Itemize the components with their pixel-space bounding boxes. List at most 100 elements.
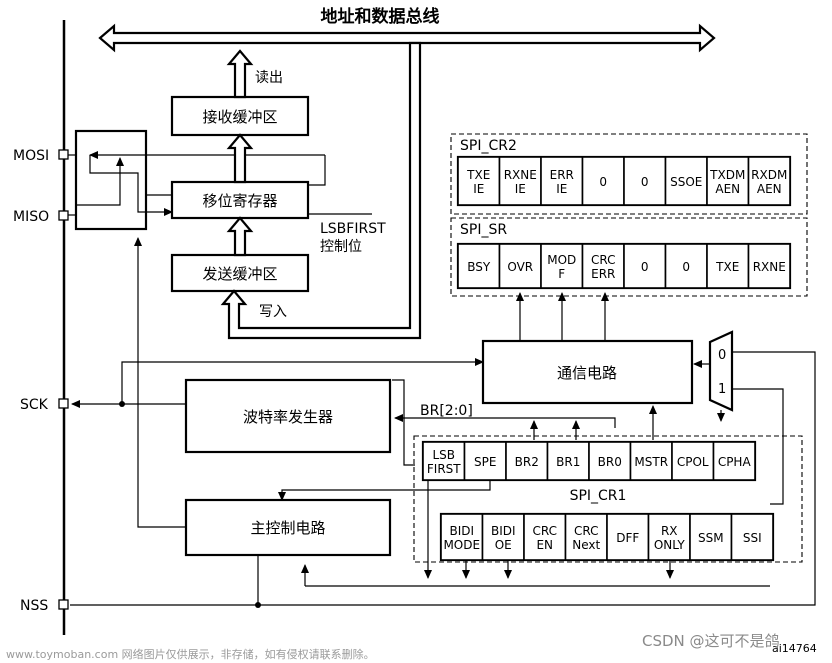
spi-cr1-bottom-bit-cell [689,513,733,561]
spi-cr1-top-bit-label: BR1 [556,455,580,469]
cr1-to-master-lines [424,480,674,579]
spi-cr1-bottom-bit-label: RX [661,524,678,538]
spi-sr-name: SPI_SR [460,222,507,238]
spi-cr2-bit-label: IE [556,182,567,196]
data-bus-arrow [98,23,716,53]
spi-cr2-bit-label: AEN [757,182,782,196]
tx-to-shift-arrow [226,216,254,257]
sck-label: SCK [20,397,49,413]
mosi-label: MOSI [13,148,49,164]
spi-cr2-bit-label: ERR [550,168,574,182]
spi-cr1-top-bit-cell [505,441,549,481]
spi-cr2-bit-cell [457,156,501,206]
spi-sr-bit-label: 0 [641,260,649,274]
baud-generator-block [184,378,392,454]
spi-cr2-bit-cell [747,156,791,206]
spi-cr1-bottom-bit-cell [730,513,774,561]
spi-cr2-bit-label: TXDM [709,168,745,182]
spi-cr2-bit-label: 0 [641,175,649,189]
spi-cr2-frame [450,133,808,215]
spi-cr1-top-bit-cell [463,441,507,481]
spi-sr-bit-cell [457,243,501,289]
sck-pin[interactable] [58,398,69,409]
spi-sr-bit-label: F [558,267,565,281]
spi-cr1-bottom-bit-cell [523,513,567,561]
spi-cr1-top-bit-cell [588,441,632,481]
mux-0-label: 0 [718,348,726,363]
spi-cr1-top-bit-label: BR2 [515,455,539,469]
lsbfirst-sub-label: 控制位 [320,239,362,255]
spi-cr1-top-bit-label: CPHA [718,455,752,469]
spi-sr-bit-label: 0 [682,260,690,274]
spi-sr-bit-label: RXNE [753,260,786,274]
master-control-block [184,498,392,557]
spi-cr2-bit-cell [498,156,542,206]
spi-cr1-top-bit-label: BR0 [598,455,622,469]
spi-cr1-bottom-bit-label: DFF [616,531,639,545]
spi-cr1-bottom-bit-label: CRC [574,524,599,538]
spi-cr1-bottom-bit-label: BIDI [449,524,474,538]
lsbfirst-label: LSBFIRST [320,221,386,237]
spi-cr1-bottom-bit-label: CRC [533,524,558,538]
spi-cr1-bottom-bit-label: BIDI [491,524,516,538]
spi-cr1-top-bit-cell [712,441,756,481]
read-arrow [226,49,254,99]
miso-pin[interactable] [58,210,69,221]
spi-sr-bit-label: MOD [547,253,576,267]
read-label: 读出 [255,69,283,86]
spi-cr1-top-bit-label: CPOL [677,455,709,469]
rx-buffer-label: 接收缓冲区 [202,108,277,126]
tx-buffer-block [170,253,310,293]
write-arrow [220,41,422,340]
watermark-right: CSDN @这可不是鸽 [642,632,780,650]
spi-cr1-top-bit-cell [546,441,590,481]
tx-buffer-label: 发送缓冲区 [202,265,277,283]
spi-cr1-bottom-bit-label: EN [536,538,553,552]
nss-label: NSS [20,598,48,614]
figure-id: ai14764 [772,642,817,655]
br-label: BR[2:0] [420,403,473,419]
spi-cr2-bit-label: IE [515,182,526,196]
spi-cr2-bit-cell [623,156,667,206]
spi-cr2-bit-label: RXNE [504,168,537,182]
miso-label: MISO [13,209,49,225]
spi-sr-bit-label: BSY [467,260,491,274]
spi-sr-bit-label: TXE [715,260,739,274]
shift-to-rx-arrow [226,133,254,184]
shift-register-label: 移位寄存器 [202,192,277,210]
spi-cr1-bottom-bit-label: SSI [743,531,762,545]
watermark-left: www.toymoban.com 网络图片仅供展示，非存储，如有侵权请联系删除。 [6,647,375,661]
spi-cr1-bottom-bit-label: MODE [443,538,480,552]
nss-pin[interactable] [58,599,69,610]
spi-sr-bit-label: OVR [507,260,533,274]
spi-sr-bit-label: ERR [591,267,615,281]
io-switch-box [74,129,148,231]
spi-cr1-bottom-bit-cell [564,513,608,561]
comm-circuit-label: 通信电路 [557,364,617,382]
spi-sr-bit-cell [581,243,625,289]
spi-sr-bit-cell [498,243,542,289]
spi-sr-bit-cell [747,243,791,289]
spi-cr2-bit-label: SSOE [670,175,702,189]
rx-buffer-block [170,95,310,137]
spi-cr2-bit-label: IE [473,182,484,196]
spi-cr2-bit-label: 0 [599,175,607,189]
spi-cr2-bit-cell [581,156,625,206]
spi-cr2-bit-cell [664,156,708,206]
spi-sr-bit-cell [623,243,667,289]
spi-cr1-bottom-bit-cell [440,513,484,561]
spi-cr1-top-bit-label: SPE [474,455,496,469]
spi-cr2-bit-cell [706,156,750,206]
mosi-pin[interactable] [58,149,69,160]
spi-sr-frame [450,217,808,297]
write-label: 写入 [259,304,287,320]
spi-sr-bit-label: CRC [591,253,616,267]
spi-cr2-bit-label: AEN [715,182,740,196]
spi-cr1-top-bit-label: MSTR [634,455,668,469]
spi-sr-bit-cell [706,243,750,289]
